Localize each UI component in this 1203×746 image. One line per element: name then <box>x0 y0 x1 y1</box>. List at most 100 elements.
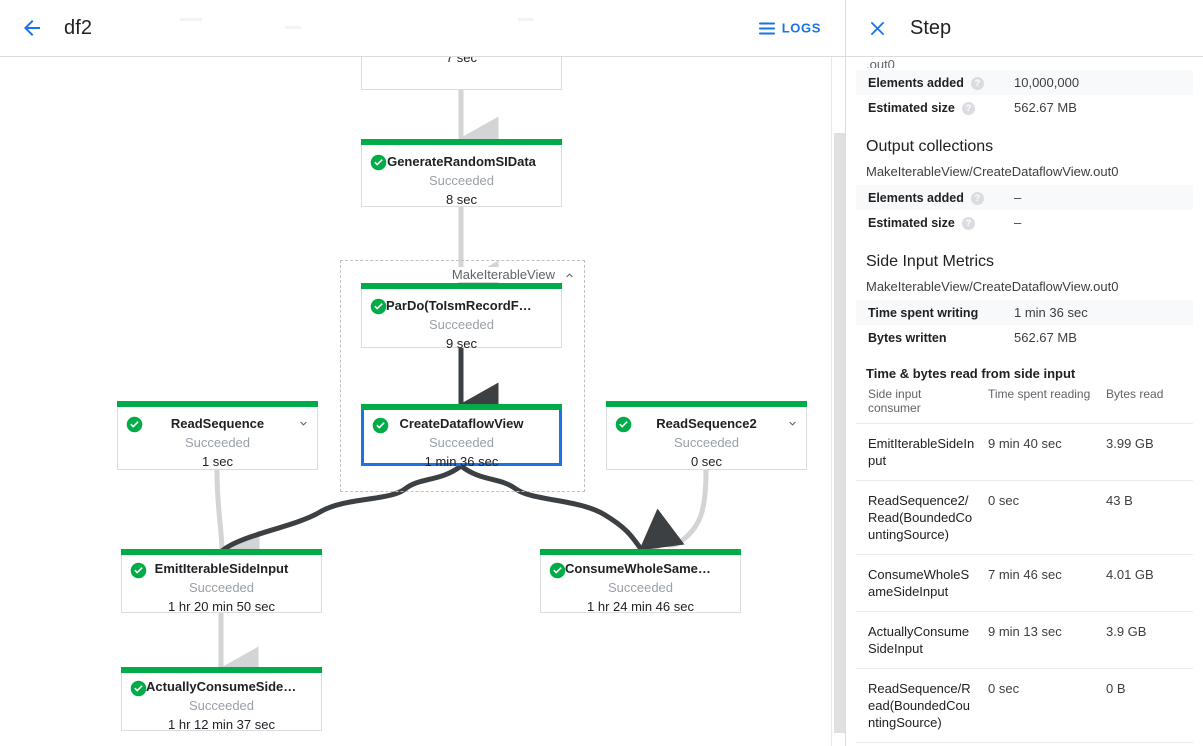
metric-value: 562.67 MB <box>1014 330 1077 345</box>
node-duration: 7 sec <box>445 57 478 65</box>
cell-bytes: 3.99 GB <box>1100 423 1193 481</box>
node-status: Succeeded <box>673 435 740 450</box>
graph-node-readsequence[interactable]: ReadSequence Succeeded 1 sec <box>117 401 318 470</box>
output-collection-name: MakeIterableView/CreateDataflowView.out0 <box>866 164 1119 179</box>
metric-label: Bytes written <box>868 330 947 345</box>
graph-node-generaterandomsidata[interactable]: GenerateRandomSIData Succeeded 8 sec <box>361 139 562 207</box>
node-status-accent-bar <box>540 549 741 555</box>
node-duration: 1 hr 24 min 46 sec <box>587 599 694 614</box>
table-row: Bytes written 562.67 MB <box>856 325 1193 350</box>
list-icon <box>758 22 775 34</box>
graph-node-createdataflowview[interactable]: CreateDataflowView Succeeded 1 min 36 se… <box>361 404 562 469</box>
node-title: CreateDataflowView <box>399 416 524 431</box>
table-row: ReadSequence/Read(BoundedCountingSource)… <box>856 668 1193 743</box>
node-status: Succeeded <box>184 435 251 450</box>
panel-title: Step <box>910 16 952 39</box>
graph-vertical-scrollbar[interactable] <box>831 57 845 746</box>
side-input-read-table: Side input consumer Time spent reading B… <box>856 383 1193 743</box>
step-detail-panel: Step .out0 Elements added? 10,000,000 Es… <box>845 0 1203 746</box>
node-duration: 1 min 36 sec <box>424 454 499 469</box>
node-title: GenerateRandomSIData <box>387 154 536 169</box>
cell-consumer: ReadSequence/Read(BoundedCountingSource) <box>856 668 982 743</box>
help-icon[interactable]: ? <box>961 101 975 115</box>
group-label: MakeIterableView <box>448 267 558 282</box>
chevron-down-icon[interactable] <box>786 417 799 430</box>
table-header-row: Side input consumer Time spent reading B… <box>856 383 1193 424</box>
node-status: Succeeded <box>188 698 255 713</box>
check-circle-icon <box>372 417 389 434</box>
node-duration: 9 sec <box>445 336 478 351</box>
clipped-collection-name: .out0 <box>866 58 895 68</box>
node-title: ReadSequence2 <box>656 416 757 431</box>
metric-label: Elements added <box>868 75 964 90</box>
output-metrics-table: Elements added? – Estimated size? – <box>856 185 1193 235</box>
cell-time: 9 min 13 sec <box>982 611 1100 669</box>
node-title: ReadSequence <box>170 416 265 431</box>
check-circle-icon <box>126 416 143 433</box>
graph-node-clipped-top[interactable]: Succeeded 7 sec <box>361 57 562 90</box>
table-row: Elements added? – <box>856 185 1193 210</box>
panel-body[interactable]: .out0 Elements added? 10,000,000 Estimat… <box>846 58 1203 746</box>
cell-consumer: ActuallyConsumeSideInput <box>856 611 982 669</box>
ghost-artifact <box>518 18 534 21</box>
chevron-up-icon[interactable] <box>563 269 576 282</box>
node-status: Succeeded <box>607 580 674 595</box>
graph-node-consumewholesamesideinput[interactable]: ConsumeWholeSameSi… Succeeded 1 hr 24 mi… <box>540 549 741 614</box>
close-icon[interactable] <box>858 9 896 47</box>
ghost-artifact <box>180 18 202 21</box>
side-input-read-table-heading: Time & bytes read from side input <box>866 366 1076 381</box>
graph-node-emititerablesideinput[interactable]: EmitIterableSideInput Succeeded 1 hr 20 … <box>121 549 322 614</box>
side-input-write-metrics-table: Time spent writing 1 min 36 sec Bytes wr… <box>856 300 1193 350</box>
cell-consumer: EmitIterableSideInput <box>856 423 982 481</box>
column-header-time: Time spent reading <box>982 383 1100 424</box>
logs-button[interactable]: LOGS <box>751 15 829 42</box>
panel-header: Step <box>846 0 1203 57</box>
table-row: ConsumeWholeSameSideInput 7 min 46 sec 4… <box>856 554 1193 612</box>
node-duration: 1 sec <box>201 454 234 469</box>
graph-edges <box>214 90 709 692</box>
node-status: Succeeded <box>428 173 495 188</box>
graph-node-actuallyconsumesideinput[interactable]: ActuallyConsumeSideI… Succeeded 1 hr 12 … <box>121 667 322 732</box>
metric-value: – <box>1014 215 1022 230</box>
scrollbar-thumb[interactable] <box>834 133 845 733</box>
cell-consumer: ConsumeWholeSameSideInput <box>856 554 982 612</box>
cell-time: 0 sec <box>982 668 1100 743</box>
logs-button-label: LOGS <box>781 20 821 36</box>
cell-time: 0 sec <box>982 480 1100 555</box>
composite-step-group-makeiterableview[interactable]: MakeIterableView <box>340 260 585 492</box>
cell-bytes: 43 B <box>1100 480 1193 555</box>
table-row: ReadSequence2/Read(BoundedCountingSource… <box>856 480 1193 555</box>
graph-node-readsequence2[interactable]: ReadSequence2 Succeeded 0 sec <box>606 401 807 470</box>
graph-node-pardo-toismrecordfor[interactable]: ParDo(ToIsmRecordFor… Succeeded 9 sec <box>361 283 562 351</box>
top-app-bar: df2 LOGS <box>0 0 845 57</box>
cell-bytes: 0 B <box>1100 668 1193 743</box>
ghost-artifact <box>285 26 301 29</box>
cell-time: 9 min 40 sec <box>982 423 1100 481</box>
cell-time: 7 min 46 sec <box>982 554 1100 612</box>
chevron-down-icon[interactable] <box>297 417 310 430</box>
table-row: Estimated size? – <box>856 210 1193 235</box>
check-circle-icon <box>130 680 147 697</box>
job-graph-pane: df2 LOGS <box>0 0 845 746</box>
output-collections-heading: Output collections <box>866 138 994 155</box>
table-row: Estimated size? 562.67 MB <box>856 95 1193 120</box>
check-circle-icon <box>615 416 632 433</box>
node-duration: 8 sec <box>445 192 478 207</box>
node-duration: 1 hr 12 min 37 sec <box>168 717 275 732</box>
cell-consumer: ReadSequence2/Read(BoundedCountingSource… <box>856 480 982 555</box>
help-icon[interactable]: ? <box>970 76 984 90</box>
input-metrics-table: Elements added? 10,000,000 Estimated siz… <box>856 70 1193 120</box>
back-arrow-icon[interactable] <box>8 4 56 52</box>
side-input-metrics-heading: Side Input Metrics <box>866 253 995 270</box>
help-icon[interactable]: ? <box>961 216 975 230</box>
metric-label: Estimated size <box>868 100 955 115</box>
table-row: Time spent writing 1 min 36 sec <box>856 300 1193 325</box>
job-graph-canvas[interactable]: MakeIterableView Succeeded 7 sec <box>0 57 845 746</box>
metric-value: 1 min 36 sec <box>1014 305 1088 320</box>
check-circle-icon <box>370 298 387 315</box>
help-icon[interactable]: ? <box>970 191 984 205</box>
metric-value: – <box>1014 190 1022 205</box>
metric-value: 562.67 MB <box>1014 100 1077 115</box>
table-row: ActuallyConsumeSideInput 9 min 13 sec 3.… <box>856 611 1193 669</box>
node-title: ActuallyConsumeSideI… <box>146 679 300 694</box>
